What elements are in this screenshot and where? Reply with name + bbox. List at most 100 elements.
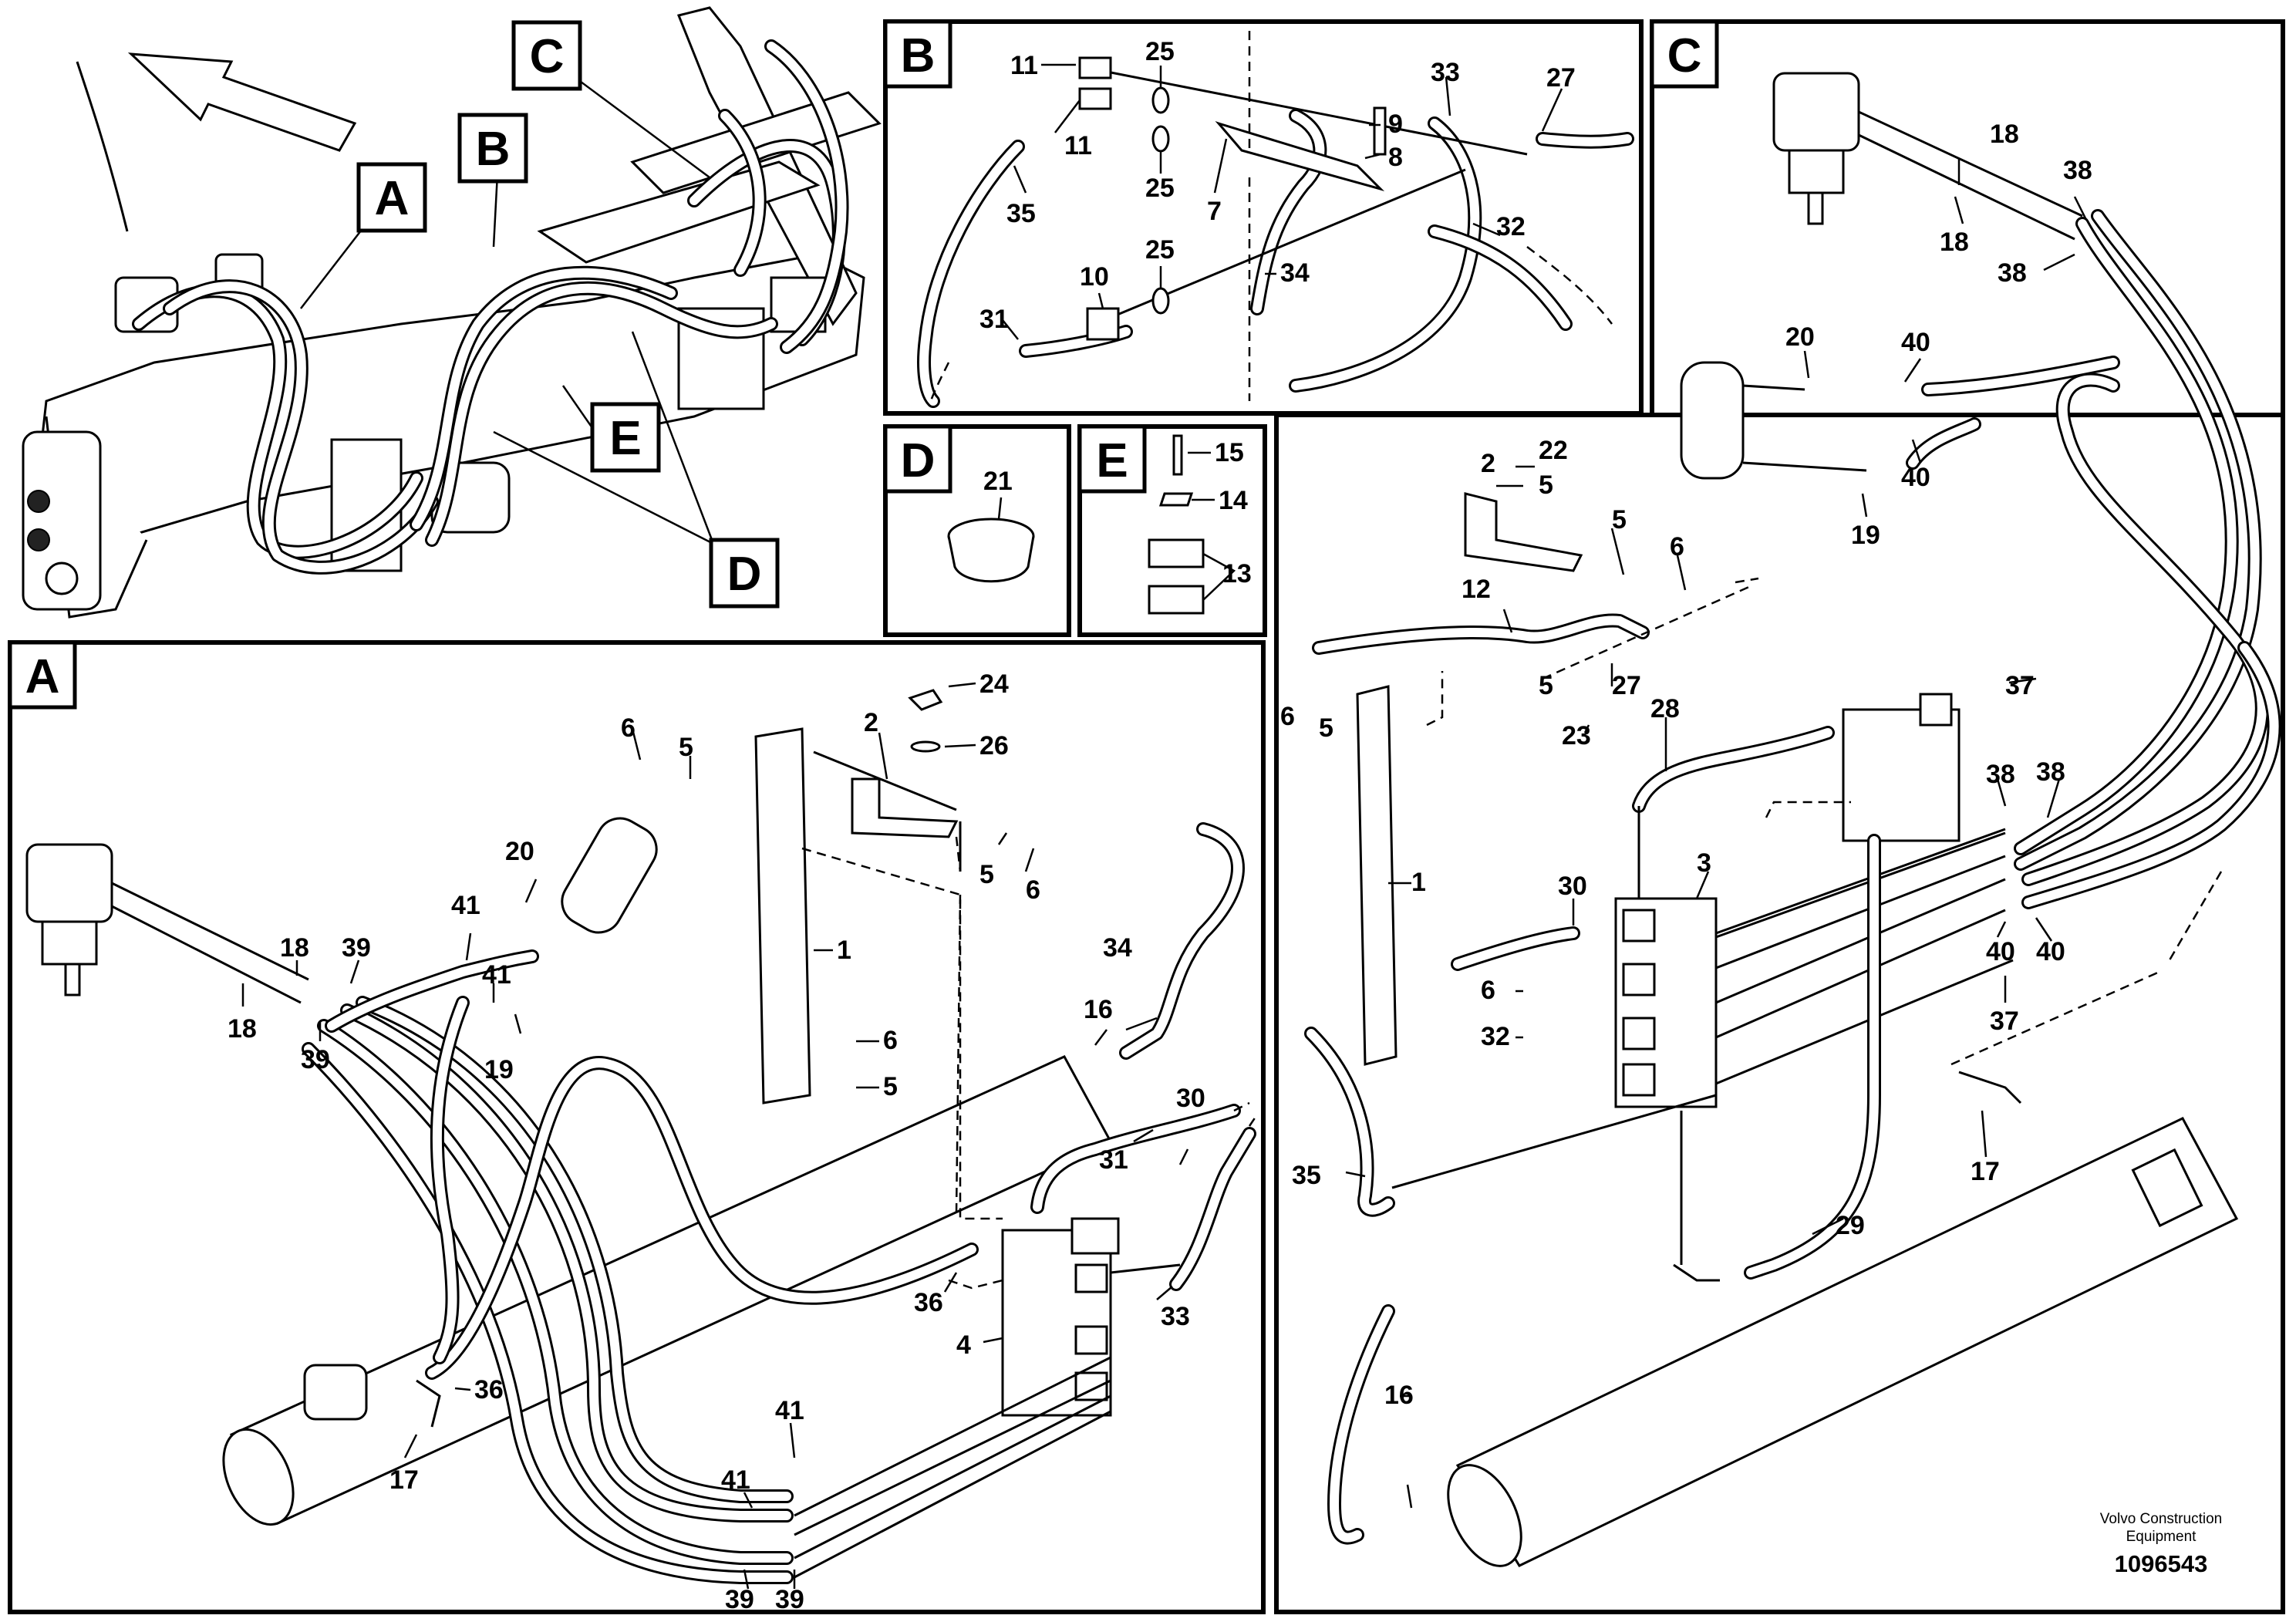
fitting-10 — [1086, 307, 1120, 341]
hydraulic-motor-A — [25, 843, 113, 923]
callout-A-20: 20 — [505, 837, 534, 866]
cylinder-C — [1680, 361, 1745, 480]
callout-C-19: 19 — [1851, 521, 1880, 550]
callout-C-38: 38 — [2063, 156, 2092, 185]
callout-B-25b: 25 — [1145, 174, 1175, 203]
callout-C-40c: 40 — [1986, 937, 2015, 966]
callout-C-20: 20 — [1785, 322, 1815, 352]
panel-B-tag — [883, 19, 952, 89]
valve-small-C — [1842, 708, 1961, 842]
panel-A-tag — [8, 640, 77, 710]
callout-B-8: 8 — [1388, 143, 1403, 172]
fitting-17-A — [416, 1379, 441, 1428]
callout-A-30: 30 — [1176, 1084, 1205, 1113]
washer-26 — [910, 740, 941, 753]
clamp-13-upper — [1148, 538, 1205, 568]
overview-machine-illustration — [22, 6, 882, 619]
cylinder-bottom-C — [1455, 1117, 2239, 1567]
screw-15 — [1172, 434, 1183, 476]
panel-C-upper-frame — [1650, 19, 2285, 417]
panel-A: A — [8, 640, 1266, 1614]
panel-B: B — [883, 19, 1644, 416]
overview-tag-B[interactable]: B — [457, 113, 528, 184]
callout-C-38d: 38 — [2036, 757, 2065, 787]
svg-text:D: D — [727, 548, 762, 601]
callout-C-28: 28 — [1650, 694, 1680, 723]
callout-A-6b: 6 — [1026, 875, 1040, 905]
callout-C-3: 3 — [1697, 848, 1711, 878]
callout-A-5b: 5 — [979, 860, 994, 889]
panel-C-tag — [1650, 19, 1719, 89]
callout-A-26: 26 — [979, 731, 1009, 760]
callout-B-35: 35 — [1006, 199, 1036, 228]
callout-C-1: 1 — [1411, 868, 1426, 897]
panel-E: E 15 14 13 — [1077, 424, 1267, 637]
callout-A-24: 24 — [979, 669, 1009, 699]
panel-D-frame — [883, 424, 1071, 637]
bracket-1-C — [1356, 685, 1397, 1066]
callout-C-27: 27 — [1612, 671, 1641, 700]
svg-text:A: A — [375, 172, 410, 225]
callout-B-9: 9 — [1388, 110, 1403, 139]
callout-B-34: 34 — [1280, 258, 1310, 288]
callout-C-23: 23 — [1562, 721, 1591, 750]
cylinder-A — [561, 817, 658, 934]
callout-A-16: 16 — [1084, 995, 1113, 1024]
callout-E-14: 14 — [1219, 486, 1248, 515]
callout-D-21: 21 — [983, 467, 1013, 496]
callout-A-4: 4 — [956, 1330, 971, 1360]
callout-A-18b: 18 — [228, 1014, 257, 1044]
callout-A-1: 1 — [837, 936, 851, 965]
panel-A-frame — [8, 640, 1266, 1614]
callout-B-32: 32 — [1496, 212, 1526, 241]
callout-A-41b: 41 — [482, 960, 511, 990]
callout-C-40d: 40 — [2036, 937, 2065, 966]
fitting-24 — [908, 689, 943, 711]
overview-tag-A[interactable]: A — [356, 162, 427, 233]
callout-E-13: 13 — [1222, 559, 1252, 588]
overview-tag-E[interactable]: E — [590, 402, 661, 473]
callout-C-6b: 6 — [1280, 702, 1295, 731]
callout-C-37: 37 — [2005, 671, 2035, 700]
panel-C: C — [1274, 19, 2285, 1614]
panel-E-label: E — [1096, 434, 1128, 487]
callout-C-32: 35 — [1292, 1161, 1321, 1190]
callout-A-6: 6 — [621, 713, 636, 743]
callout-A-39b: 39 — [301, 1045, 330, 1074]
fitting-17-C — [1958, 1071, 2022, 1104]
callout-A-18: 18 — [280, 933, 309, 963]
bracket-2-C — [1464, 492, 1583, 572]
panel-A-label: A — [25, 650, 60, 703]
overview-tag-D[interactable]: D — [709, 538, 780, 609]
callout-C-38b: 38 — [1998, 258, 2027, 288]
callout-A-6c: 6 — [883, 1026, 898, 1055]
callout-C-40b: 40 — [1901, 463, 1930, 492]
svg-text:E: E — [609, 412, 641, 465]
callout-B-11: 11 — [1010, 51, 1038, 80]
callout-C-5d: 5 — [1319, 713, 1333, 743]
callout-C-6c: 6 — [1481, 976, 1495, 1005]
overview-tag-C[interactable]: C — [511, 20, 582, 91]
callout-C-2: 2 — [1481, 449, 1495, 478]
callout-A-39: 39 — [342, 933, 371, 963]
panel-C-label: C — [1667, 29, 1702, 83]
callout-B-10: 10 — [1080, 262, 1109, 292]
panel-D: D 21 — [883, 424, 1071, 637]
callout-A-33: 33 — [1161, 1302, 1190, 1331]
callout-C-29: 29 — [1836, 1211, 1865, 1240]
bracket-1-A — [754, 727, 811, 1104]
callout-B-27: 27 — [1546, 63, 1576, 93]
callout-C-5e: 32 — [1481, 1022, 1510, 1051]
svg-text:C: C — [530, 30, 565, 83]
hydraulic-motor-C — [1772, 72, 1860, 152]
travel-direction-arrow-icon — [127, 52, 357, 152]
callout-A-39c: 39 — [725, 1585, 754, 1614]
callout-C-22: 22 — [1539, 436, 1568, 465]
callout-C-40: 40 — [1901, 328, 1930, 357]
panel-D-tag — [883, 424, 952, 494]
callout-C-18: 18 — [1990, 120, 2019, 149]
callout-C-17: 17 — [1971, 1157, 2000, 1186]
callout-E-15: 15 — [1215, 438, 1244, 467]
brand-line-2: Equipment — [2126, 1529, 2197, 1545]
